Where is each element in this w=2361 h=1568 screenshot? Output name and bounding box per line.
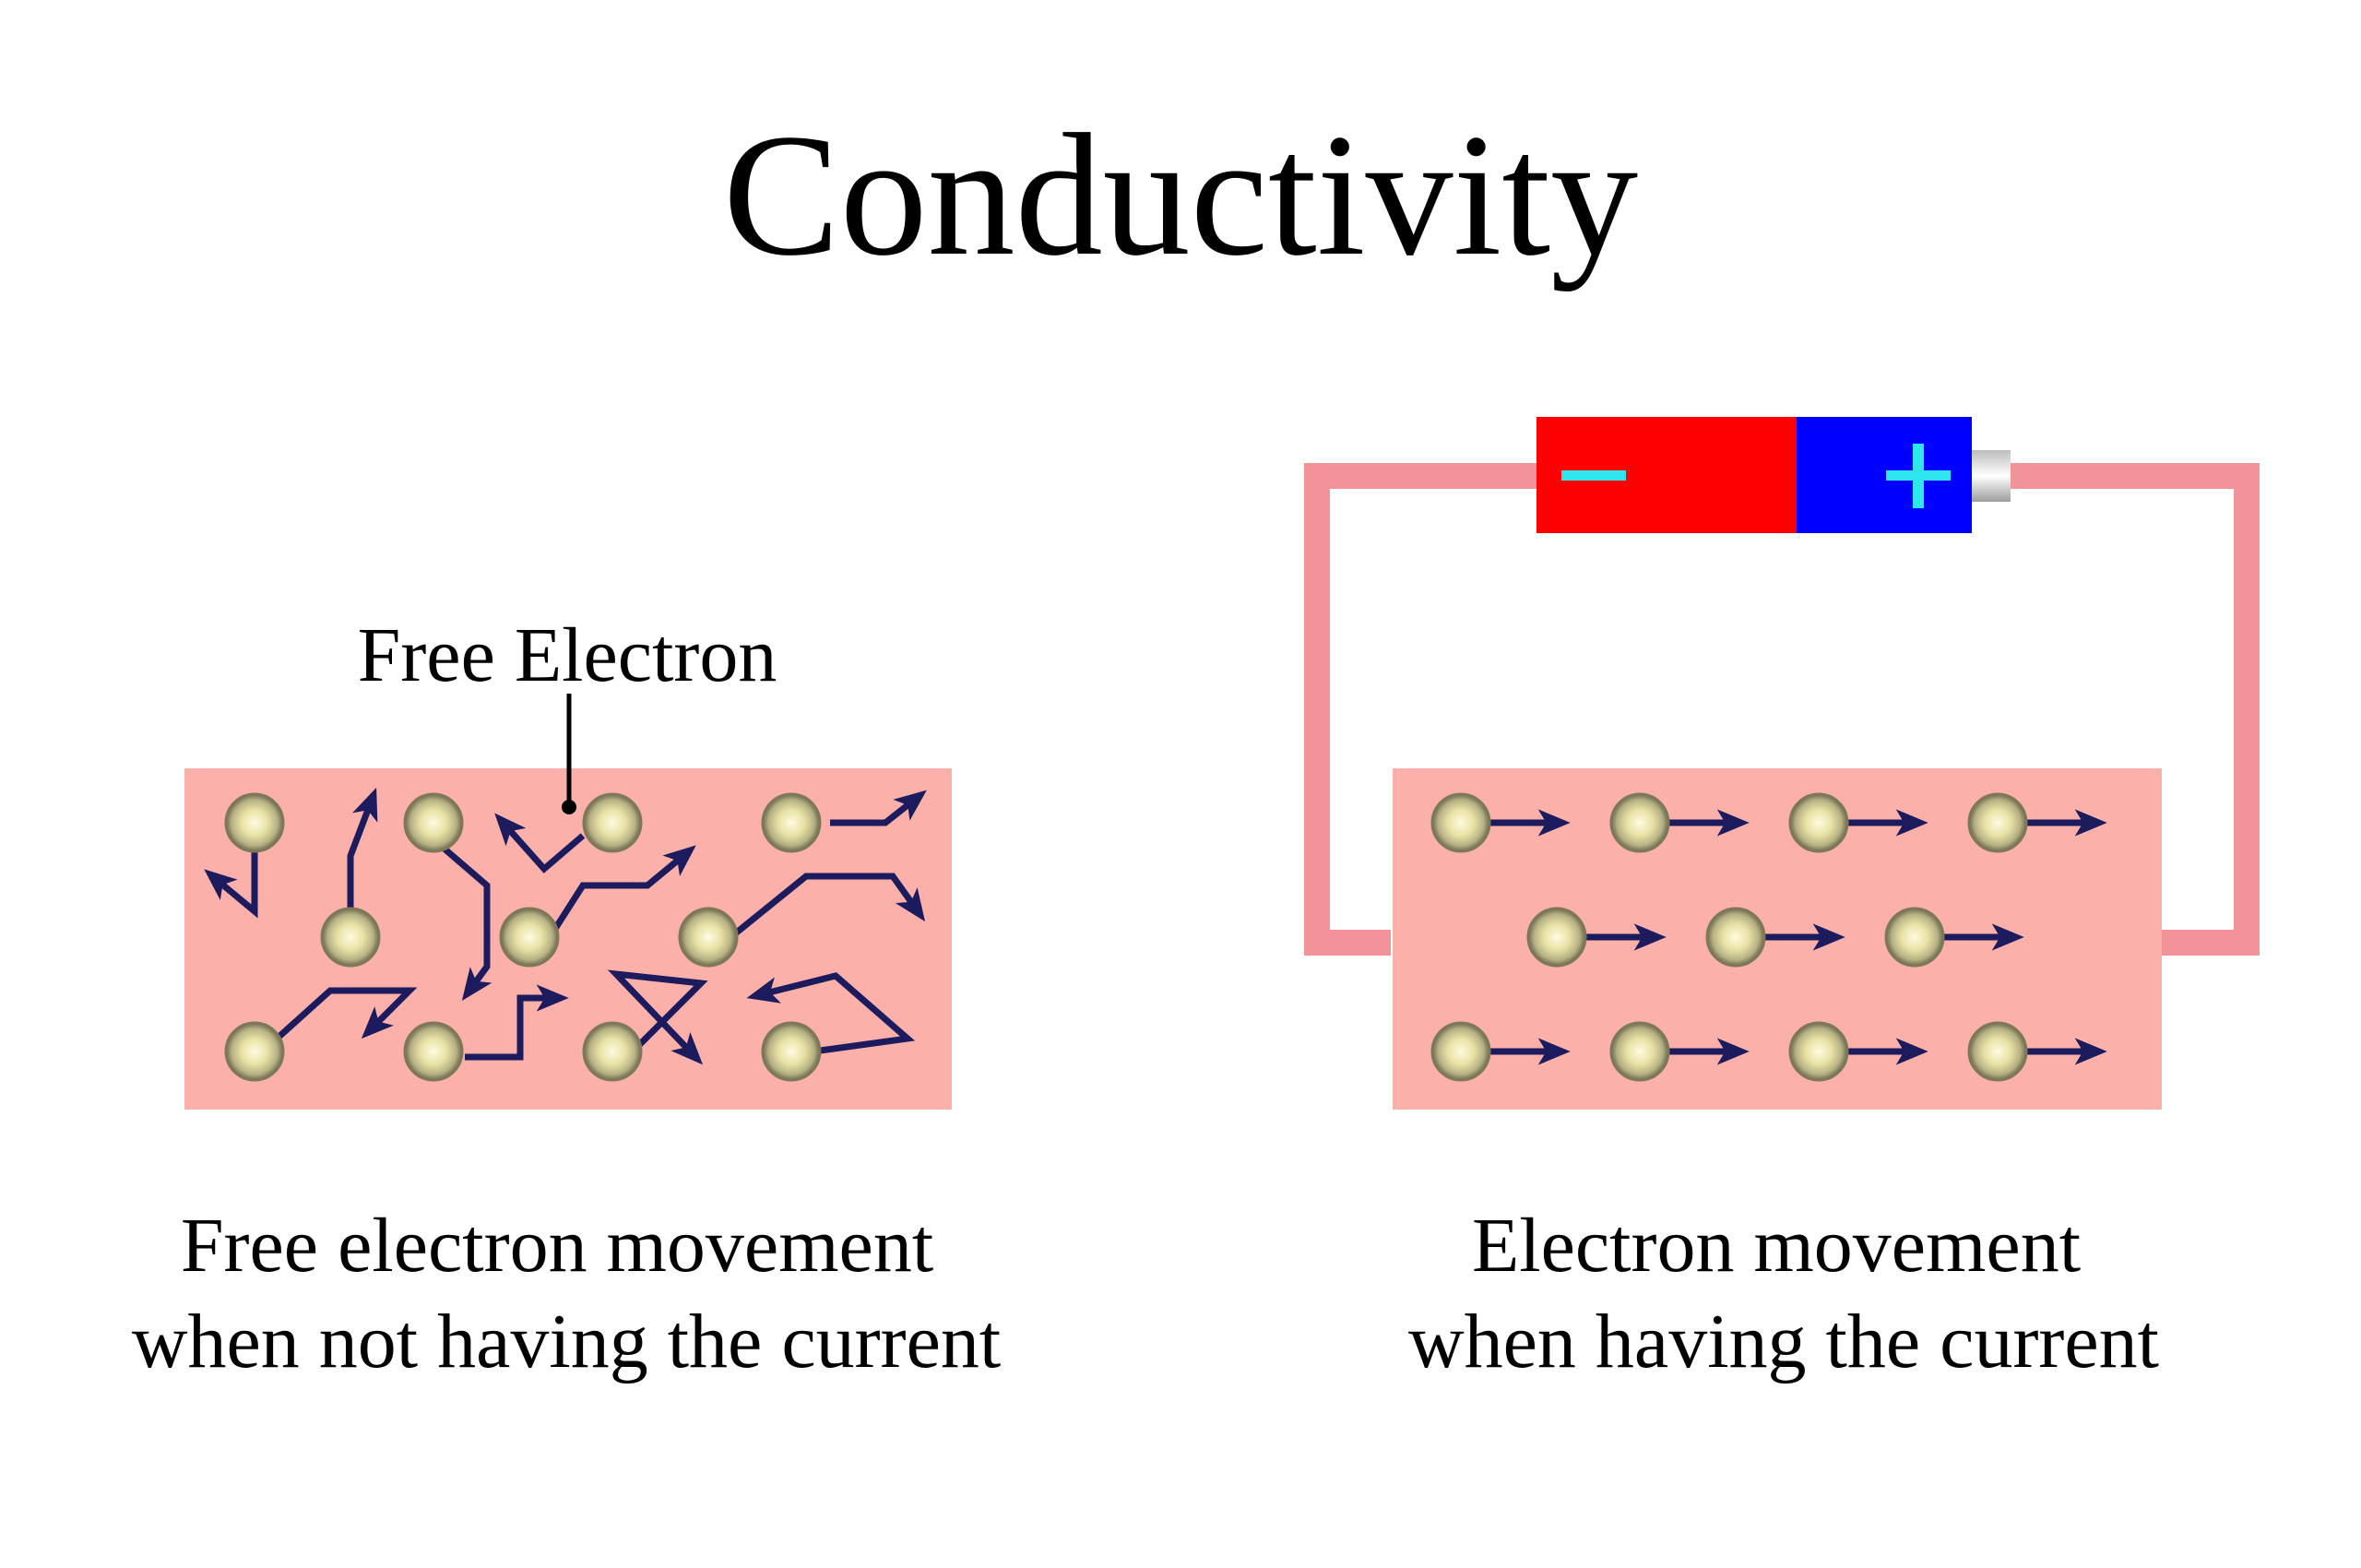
motion-path	[204, 850, 258, 919]
motion-path	[746, 972, 916, 1055]
free-electron	[1609, 792, 1670, 853]
free-electron	[320, 907, 381, 968]
free-electron	[403, 1021, 464, 1082]
free-electron-label: Free Electron	[358, 612, 777, 698]
motion-path	[465, 984, 569, 1061]
free-electron	[1967, 792, 2028, 853]
left-caption-line-1: Free electron movement	[181, 1203, 933, 1289]
free-electron	[1788, 1021, 1849, 1082]
right-panel: Electron movement when having the curren…	[1304, 417, 2260, 1384]
free-electron	[678, 907, 739, 968]
motion-path	[494, 813, 586, 873]
free-electron	[1430, 792, 1491, 853]
motion-path	[830, 790, 927, 826]
left-panel: Free Electron Free electron movement whe…	[132, 612, 1001, 1384]
right-caption-line-1: Electron movement	[1472, 1203, 2081, 1289]
free-electron	[1884, 907, 1945, 968]
motion-path	[551, 845, 696, 933]
left-caption-line-2: when not having the current	[132, 1299, 1001, 1384]
free-electron	[224, 792, 285, 853]
free-electron	[403, 792, 464, 853]
free-electron	[499, 907, 560, 968]
positive-sign-icon-bar-v	[1913, 444, 1924, 508]
motion-path	[272, 987, 418, 1043]
battery	[1536, 417, 2011, 533]
drift-arrows	[1487, 809, 2107, 1065]
right-caption-line-2: when having the current	[1408, 1299, 2159, 1384]
free-electron	[1609, 1021, 1670, 1082]
motion-path	[431, 837, 492, 1002]
electrons-random	[224, 792, 822, 1082]
motion-path	[607, 969, 708, 1065]
free-electron	[1788, 792, 1849, 853]
free-electron	[224, 1021, 285, 1082]
free-electron	[761, 1021, 822, 1082]
free-electron	[1967, 1021, 2028, 1082]
electrons-ordered	[1430, 792, 2028, 1082]
free-electron	[582, 1021, 643, 1082]
motion-path	[726, 873, 926, 942]
free-electron	[1705, 907, 1766, 968]
battery-terminal	[1972, 450, 2011, 502]
page-title: Conductivity	[723, 99, 1638, 292]
free-electron	[1430, 1021, 1491, 1082]
negative-sign-icon	[1561, 470, 1626, 481]
free-electron-pointer-dot	[562, 800, 576, 814]
free-electron	[582, 792, 643, 853]
wire-right	[2003, 463, 2260, 956]
free-electron	[1526, 907, 1587, 968]
free-electron	[761, 792, 822, 853]
